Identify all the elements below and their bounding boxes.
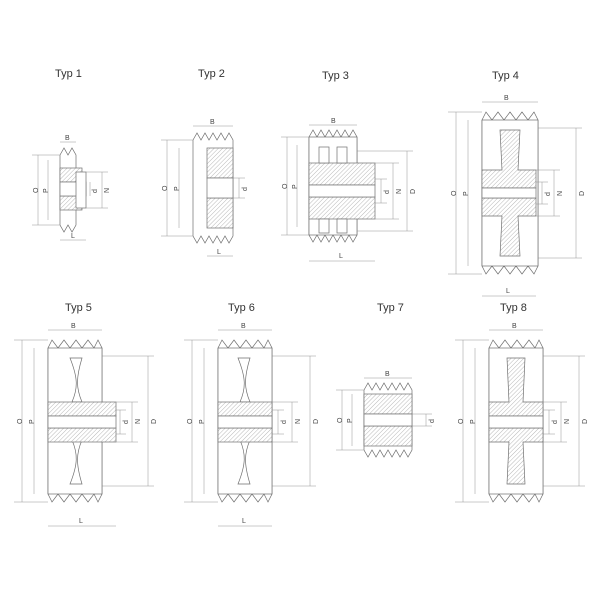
typ-6-drawing: B O P d N D L bbox=[178, 318, 338, 533]
typ-3-pulley bbox=[308, 129, 376, 243]
typ-6-label-dd: D bbox=[313, 419, 320, 424]
typ-7-label-b: B bbox=[385, 371, 390, 378]
typ-8-label-p: P bbox=[470, 419, 477, 424]
typ-4-label-l: L bbox=[506, 288, 510, 295]
typ-2-label-l: L bbox=[217, 249, 221, 256]
typ-8-label-n: N bbox=[564, 419, 571, 424]
typ-7-drawing: B O P d bbox=[330, 368, 455, 468]
typ-6-label-d: d bbox=[281, 420, 288, 424]
typ-8-label-o: O bbox=[458, 418, 465, 424]
typ-2-drawing: B O P d L bbox=[155, 118, 265, 273]
typ-1-label-p: P bbox=[43, 188, 50, 193]
typ-7-pulley bbox=[363, 382, 413, 458]
typ-2-label-d: d bbox=[242, 187, 249, 191]
typ-1-pulley bbox=[59, 147, 87, 233]
typ-7-label-p: P bbox=[347, 418, 354, 423]
typ-7-label-o: O bbox=[337, 417, 344, 423]
typ-3-title: Typ 3 bbox=[322, 70, 349, 82]
typ-6-pulley bbox=[217, 339, 273, 503]
typ-6-label-b: B bbox=[241, 323, 246, 330]
typ-4-pulley bbox=[481, 111, 539, 275]
typ-5-label-n: N bbox=[135, 419, 142, 424]
typ-5-label-dd: D bbox=[151, 419, 158, 424]
typ-8-label-d: d bbox=[552, 420, 559, 424]
typ-3-label-l: L bbox=[339, 253, 343, 260]
typ-2-title: Typ 2 bbox=[198, 68, 225, 80]
typ-6-label-l: L bbox=[242, 518, 246, 525]
typ-2-label-b: B bbox=[210, 119, 215, 126]
typ-5-drawing: B O P d N D L bbox=[8, 318, 168, 533]
typ-4-drawing: B O P d N D L bbox=[440, 90, 590, 300]
typ-6-title: Typ 6 bbox=[228, 302, 255, 314]
typ-1-label-b: B bbox=[65, 135, 70, 142]
typ-3-drawing: B O P d N D L bbox=[275, 115, 425, 275]
typ-8-drawing: B O P d N D bbox=[445, 318, 595, 518]
typ-1-label-o: O bbox=[33, 187, 40, 193]
typ-3-label-b: B bbox=[331, 118, 336, 125]
typ-4-label-b: B bbox=[504, 95, 509, 102]
typ-8-title: Typ 8 bbox=[500, 302, 527, 314]
typ-4-label-dd: D bbox=[579, 191, 586, 196]
typ-5-pulley bbox=[47, 339, 117, 503]
typ-3-label-o: O bbox=[282, 183, 289, 189]
typ-7-title: Typ 7 bbox=[377, 302, 404, 314]
typ-4-label-n: N bbox=[557, 191, 564, 196]
typ-6-label-o: O bbox=[187, 418, 194, 424]
typ-8-label-dd: D bbox=[582, 419, 589, 424]
typ-5-label-d: d bbox=[123, 420, 130, 424]
typ-5-label-o: O bbox=[17, 418, 24, 424]
typ-4-label-p: P bbox=[463, 191, 470, 196]
typ-1-label-n: N bbox=[104, 188, 111, 193]
typ-6-label-n: N bbox=[295, 419, 302, 424]
typ-2-label-p: P bbox=[174, 186, 181, 191]
typ-2-label-o: O bbox=[162, 185, 169, 191]
typ-7-label-d: d bbox=[429, 419, 436, 423]
typ-5-label-b: B bbox=[71, 323, 76, 330]
typ-3-label-d: d bbox=[384, 190, 391, 194]
typ-2-pulley bbox=[192, 132, 234, 244]
typ-4-title: Typ 4 bbox=[492, 70, 519, 82]
typ-3-label-dd: D bbox=[410, 189, 417, 194]
typ-4-label-o: O bbox=[451, 190, 458, 196]
typ-8-pulley bbox=[488, 339, 544, 503]
typ-6-label-p: P bbox=[199, 419, 206, 424]
typ-5-title: Typ 5 bbox=[65, 302, 92, 314]
typ-3-label-n: N bbox=[396, 189, 403, 194]
typ-4-label-d: d bbox=[545, 192, 552, 196]
typ-5-label-l: L bbox=[79, 518, 83, 525]
typ-1-title: Typ 1 bbox=[55, 68, 82, 80]
typ-8-label-b: B bbox=[512, 323, 517, 330]
typ-5-label-p: P bbox=[29, 419, 36, 424]
typ-1-label-l: L bbox=[71, 233, 75, 240]
typ-1-label-d: d bbox=[92, 189, 99, 193]
typ-3-label-p: P bbox=[292, 184, 299, 189]
typ-1-drawing: B O P d N L bbox=[20, 130, 130, 250]
